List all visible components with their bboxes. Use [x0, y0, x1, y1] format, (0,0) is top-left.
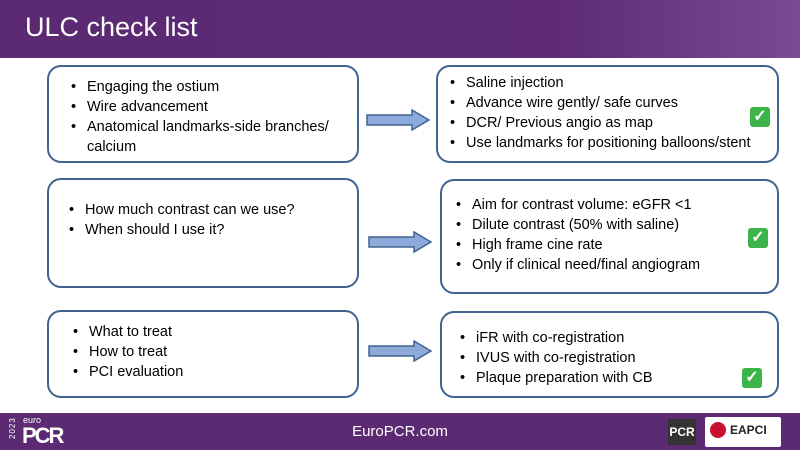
question-box-2: How much contrast can we use?When should…	[47, 178, 359, 288]
list-item: What to treat	[73, 322, 347, 342]
list-item: Engaging the ostium	[71, 77, 347, 97]
list-item: Saline injection	[450, 73, 767, 93]
list-item: Only if clinical need/final angiogram	[456, 255, 767, 275]
footer-url-link[interactable]: EuroPCR.com	[352, 423, 448, 440]
footer-bar: 2023 euro PCR EuroPCR.com PCR EAPCI	[0, 413, 800, 450]
answer-box-2: Aim for contrast volume: eGFR <1Dilute c…	[440, 179, 779, 294]
list-item: Dilute contrast (50% with saline)	[456, 215, 767, 235]
pcr-logo: PCR	[668, 419, 696, 445]
check-mark-icon: ✓	[750, 107, 770, 127]
list-item: Anatomical landmarks-side branches/ calc…	[71, 117, 347, 157]
list-item: When should I use it?	[69, 220, 347, 240]
header-bar: ULC check list	[0, 0, 800, 58]
list-item: IVUS with co-registration	[460, 348, 767, 368]
list-item: iFR with co-registration	[460, 328, 767, 348]
page-title: ULC check list	[25, 12, 198, 42]
question-box-1: Engaging the ostiumWire advancementAnato…	[47, 65, 359, 163]
heart-icon	[710, 422, 726, 438]
list-item: Advance wire gently/ safe curves	[450, 93, 767, 113]
list-item: Plaque preparation with CB	[460, 368, 767, 388]
list-item: PCI evaluation	[73, 362, 347, 382]
arrow-right-icon	[368, 340, 432, 362]
arrow-right-icon	[366, 109, 430, 131]
list-item: How much contrast can we use?	[69, 200, 347, 220]
list-item: Wire advancement	[71, 97, 347, 117]
answer-box-3: iFR with co-registrationIVUS with co-reg…	[440, 311, 779, 398]
eapci-logo: EAPCI	[705, 417, 781, 447]
check-mark-icon: ✓	[748, 228, 768, 248]
answer-box-1: Saline injectionAdvance wire gently/ saf…	[436, 65, 779, 163]
arrow-right-icon	[368, 231, 432, 253]
list-item: Use landmarks for positioning balloons/s…	[450, 133, 767, 153]
check-mark-icon: ✓	[742, 368, 762, 388]
list-item: Aim for contrast volume: eGFR <1	[456, 195, 767, 215]
question-box-3: What to treatHow to treatPCI evaluation	[47, 310, 359, 398]
list-item: DCR/ Previous angio as map	[450, 113, 767, 133]
list-item: High frame cine rate	[456, 235, 767, 255]
list-item: How to treat	[73, 342, 347, 362]
